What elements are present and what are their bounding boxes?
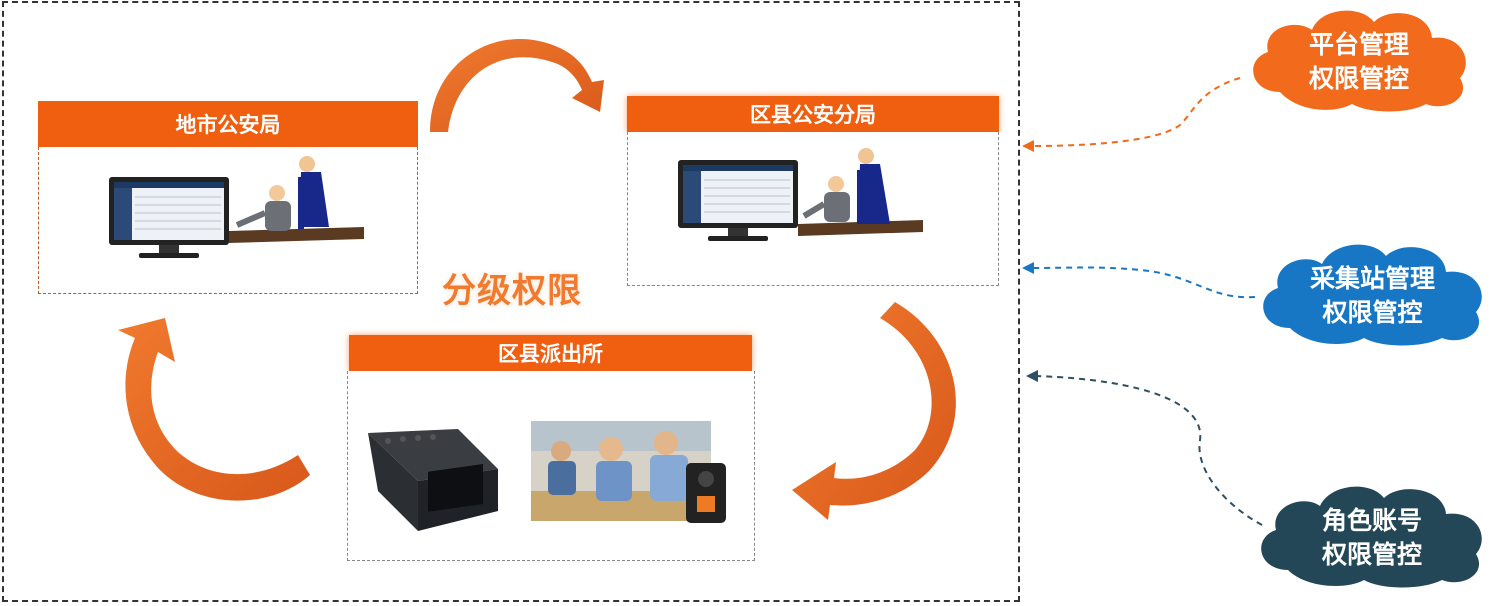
cloud-shape (1253, 10, 1466, 112)
panel-district-title: 区县公安分局 (627, 96, 999, 132)
cloud-station-text: 采集站管理 权限管控 (1250, 262, 1495, 330)
cloud-platform: 平台管理 权限管控 (1240, 0, 1478, 114)
panel-station-title: 区县派出所 (349, 335, 752, 371)
cloud-role: 角色账号 权限管控 (1248, 478, 1496, 590)
cloud-station-line1: 采集站管理 (1309, 264, 1435, 293)
panel-station: 区县派出所 (347, 335, 755, 561)
arrow-city-to-district (430, 39, 604, 132)
panel-district-body (627, 132, 999, 286)
panel-city-title: 地市公安局 (38, 101, 418, 147)
arrow-district-to-station (792, 302, 956, 520)
station-illustration (368, 421, 726, 531)
connector-station (1022, 262, 1256, 299)
cloud-platform-line1: 平台管理 (1308, 30, 1409, 59)
officers-photo (531, 421, 711, 521)
connector-role (1026, 370, 1263, 526)
cloud-platform-text: 平台管理 权限管控 (1240, 28, 1478, 96)
outer-frame (2, 1, 1020, 602)
center-title: 分级权限 (442, 271, 582, 311)
cloud-role-line1: 角色账号 (1321, 506, 1422, 535)
panel-city-body (38, 147, 418, 294)
collection-station-device (368, 429, 498, 531)
body-camera-device (686, 463, 726, 523)
cloud-station: 采集站管理 权限管控 (1250, 236, 1495, 348)
office-illustration (678, 148, 923, 241)
cloud-role-line2: 权限管控 (1321, 540, 1422, 569)
cloud-platform-line2: 权限管控 (1308, 64, 1409, 93)
cloud-shape (1261, 486, 1482, 588)
cloud-shape (1263, 244, 1482, 346)
office-illustration (109, 156, 364, 258)
panel-city: 地市公安局 (38, 101, 418, 294)
connector-platform (1022, 77, 1241, 152)
panel-district: 区县公安分局 (627, 96, 999, 286)
cloud-role-text: 角色账号 权限管控 (1248, 504, 1496, 572)
panel-station-body (347, 371, 755, 561)
cloud-station-line2: 权限管控 (1322, 298, 1423, 327)
arrow-station-to-city (118, 318, 310, 501)
